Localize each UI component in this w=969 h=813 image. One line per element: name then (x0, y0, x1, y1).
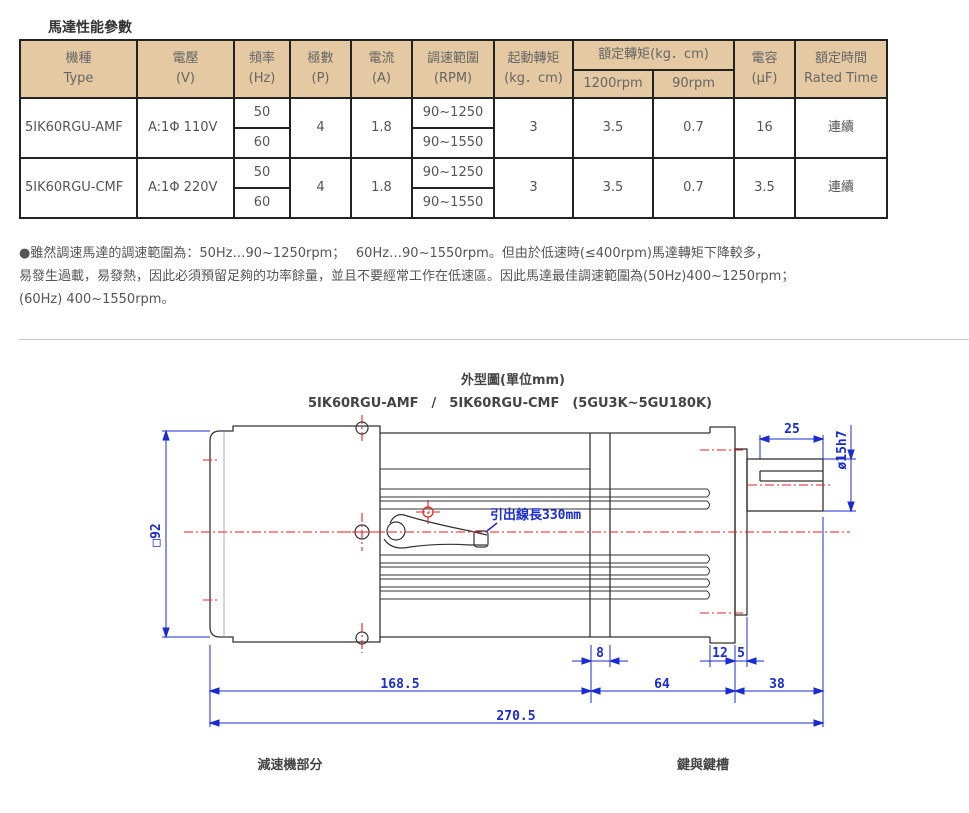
label-gearhead: 減速機部分 (257, 757, 322, 773)
header-starting-torque: 起動轉矩(kg．cm) (493, 39, 574, 99)
header-speed-range: 調速範圍(RPM) (411, 39, 495, 99)
note-line: ●雖然調速馬達的調速範圍為：50Hz…90~1250rpm； 60Hz…90~1… (19, 246, 769, 261)
cell-torque-1200: 3.5 (572, 157, 654, 219)
lead-wire-label: 引出線長330mm (490, 507, 581, 523)
cell-speed-range: 90~1250 (411, 157, 495, 189)
cell-model: 5IK60RGU-CMF (19, 157, 138, 219)
dim-gearhead-length: 168.5 (380, 677, 419, 692)
dimension-lines (162, 425, 856, 727)
section-title: 馬達性能參數 (48, 20, 132, 36)
cooling-fins (380, 468, 710, 600)
cell-capacitor: 16 (733, 97, 796, 159)
cell-torque-90: 0.7 (652, 97, 735, 159)
mounting-holes (354, 421, 434, 645)
cell-starting-torque: 3 (493, 97, 574, 159)
header-torque-1200: 1200rpm (572, 69, 654, 99)
drawing-subtitle: 5IK60RGU-AMF / 5IK60RGU-CMF (5GU3K~5GU18… (308, 396, 712, 411)
centerlines (184, 415, 850, 653)
cell-model: 5IK60RGU-AMF (19, 97, 138, 159)
note-line: 易發生過載，易發熱，因此必須預留足夠的功率餘量，並且不要經常工作在低速區。因此馬… (19, 269, 795, 284)
dim-square: □92 (149, 523, 164, 546)
cell-speed-range: 90~1550 (411, 127, 495, 159)
label-key: 鍵與鍵槽 (677, 757, 729, 773)
speed-range-note: ●雖然調速馬達的調速範圍為：50Hz…90~1250rpm； 60Hz…90~1… (19, 242, 794, 311)
section-divider (19, 339, 969, 340)
dim-5: 5 (737, 646, 745, 661)
dim-gap: 8 (596, 646, 604, 661)
table-row: 5IK60RGU-AMF A:1Φ 110V 50 4 1.8 90~1250 … (19, 97, 888, 159)
cell-current: 1.8 (350, 97, 413, 159)
cell-torque-1200: 3.5 (572, 97, 654, 159)
header-capacitor: 電容(μF) (733, 39, 796, 99)
cell-poles: 4 (289, 97, 352, 159)
cell-speed-range: 90~1550 (411, 187, 495, 219)
header-poles: 極數(P) (289, 39, 352, 99)
cell-capacitor: 3.5 (733, 157, 796, 219)
dim-shaft-length: 25 (784, 422, 800, 437)
cell-rated-time: 連續 (794, 97, 888, 159)
header-current: 電流(A) (350, 39, 413, 99)
dim-38: 38 (769, 677, 785, 692)
cell-poles: 4 (289, 157, 352, 219)
header-frequency: 頻率(Hz) (233, 39, 291, 99)
cell-voltage: A:1Φ 220V (136, 157, 235, 219)
note-line: (60Hz) 400~1550rpm。 (19, 292, 175, 307)
cell-rated-time: 連續 (794, 157, 888, 219)
cell-current: 1.8 (350, 157, 413, 219)
dim-motor-length: 64 (654, 677, 670, 692)
table-row: 60 90~1550 (20, 187, 887, 219)
drawing-title: 外型圖(單位mm) (460, 372, 565, 388)
table-row: 60 90~1550 (20, 127, 887, 159)
cell-frequency: 50 (233, 157, 291, 189)
dim-shaft-diameter: ø15h7 (835, 430, 850, 469)
cell-speed-range: 90~1250 (411, 97, 495, 129)
table-row: 5IK60RGU-CMF A:1Φ 220V 50 4 1.8 90~1250 … (19, 157, 888, 219)
cell-frequency: 50 (233, 97, 291, 129)
outline-drawing: 外型圖(單位mm) 5IK60RGU-AMF / 5IK60RGU-CMF (5… (149, 372, 856, 773)
header-rated-torque: 額定轉矩(kg．cm) (572, 39, 735, 71)
header-voltage: 電壓(V) (136, 39, 235, 99)
cell-starting-torque: 3 (493, 157, 574, 219)
motor-body (209, 425, 824, 644)
lead-wire-leader (486, 522, 498, 532)
header-torque-90: 90rpm (652, 69, 735, 99)
cell-voltage: A:1Φ 110V (136, 97, 235, 159)
cell-frequency: 60 (233, 127, 291, 159)
dim-total-length: 270.5 (496, 709, 535, 724)
cell-torque-90: 0.7 (652, 157, 735, 219)
cell-frequency: 60 (233, 187, 291, 219)
dim-12: 12 (712, 646, 728, 661)
lead-wire (383, 514, 489, 549)
